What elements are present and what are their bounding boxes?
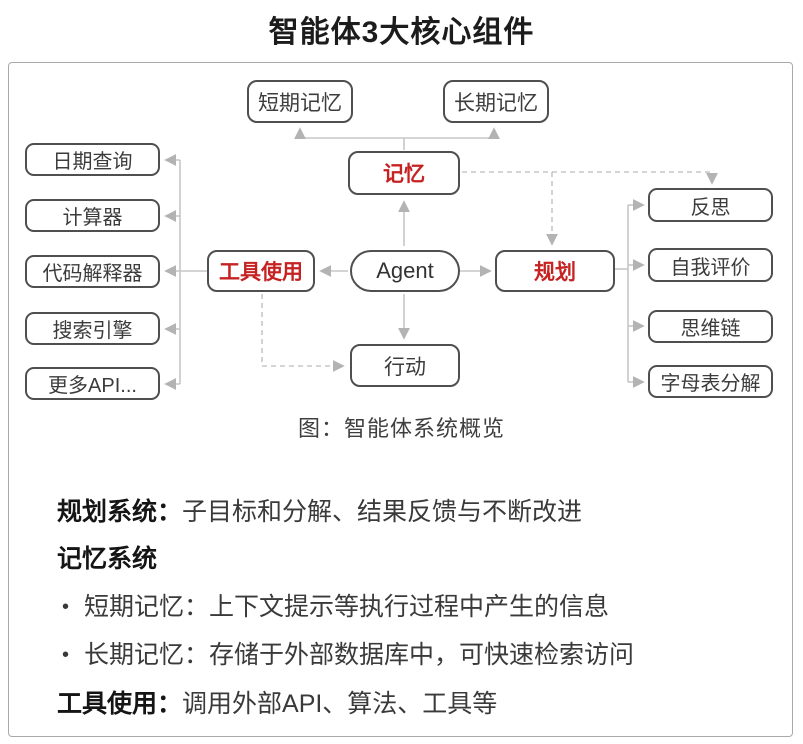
- node-tool-code-interpreter: 代码解释器: [25, 255, 160, 288]
- bullet-icon: •: [62, 644, 70, 666]
- diagram-caption: 图：智能体系统概览: [297, 416, 505, 441]
- node-tool-search-engine: 搜索引擎: [25, 312, 160, 345]
- page-title: 智能体3大核心组件: [268, 16, 535, 49]
- note-tool-text: 调用外部API、算法、工具等: [182, 690, 498, 718]
- node-tool-more-api: 更多API...: [25, 367, 160, 400]
- node-method-self-evaluation: 自我评价: [648, 248, 773, 282]
- note-memory-label: 记忆系统: [57, 545, 158, 573]
- bullet-icon: •: [62, 596, 70, 618]
- node-tool-date-query: 日期查询: [25, 143, 160, 176]
- node-memory: 记忆: [348, 151, 460, 195]
- node-tool-use: 工具使用: [207, 250, 315, 292]
- note-long-term-text: 长期记忆：存储于外部数据库中，可快速检索访问: [84, 641, 635, 669]
- note-tool-use: 工具使用：调用外部API、算法、工具等: [57, 684, 497, 720]
- node-method-alphabet-decomposition: 字母表分解: [648, 365, 773, 398]
- note-long-term: • 长期记忆：存储于外部数据库中，可快速检索访问: [62, 635, 634, 671]
- note-short-term-text: 短期记忆：上下文提示等执行过程中产生的信息: [84, 593, 610, 621]
- note-memory-system: 记忆系统: [57, 539, 157, 575]
- node-agent: Agent: [350, 250, 460, 292]
- note-planning-label: 规划系统：: [57, 498, 183, 526]
- note-tool-label: 工具使用：: [57, 690, 183, 718]
- note-planning-text: 子目标和分解、结果反馈与不断改进: [182, 498, 583, 526]
- node-method-reflection: 反思: [648, 188, 773, 222]
- note-planning-system: 规划系统：子目标和分解、结果反馈与不断改进: [57, 492, 582, 528]
- node-short-term-memory: 短期记忆: [247, 80, 353, 123]
- node-method-chain-of-thought: 思维链: [648, 310, 773, 343]
- node-planning: 规划: [495, 250, 615, 292]
- node-action: 行动: [350, 344, 460, 387]
- node-long-term-memory: 长期记忆: [443, 80, 549, 123]
- note-short-term: • 短期记忆：上下文提示等执行过程中产生的信息: [62, 587, 609, 623]
- node-tool-calculator: 计算器: [25, 199, 160, 232]
